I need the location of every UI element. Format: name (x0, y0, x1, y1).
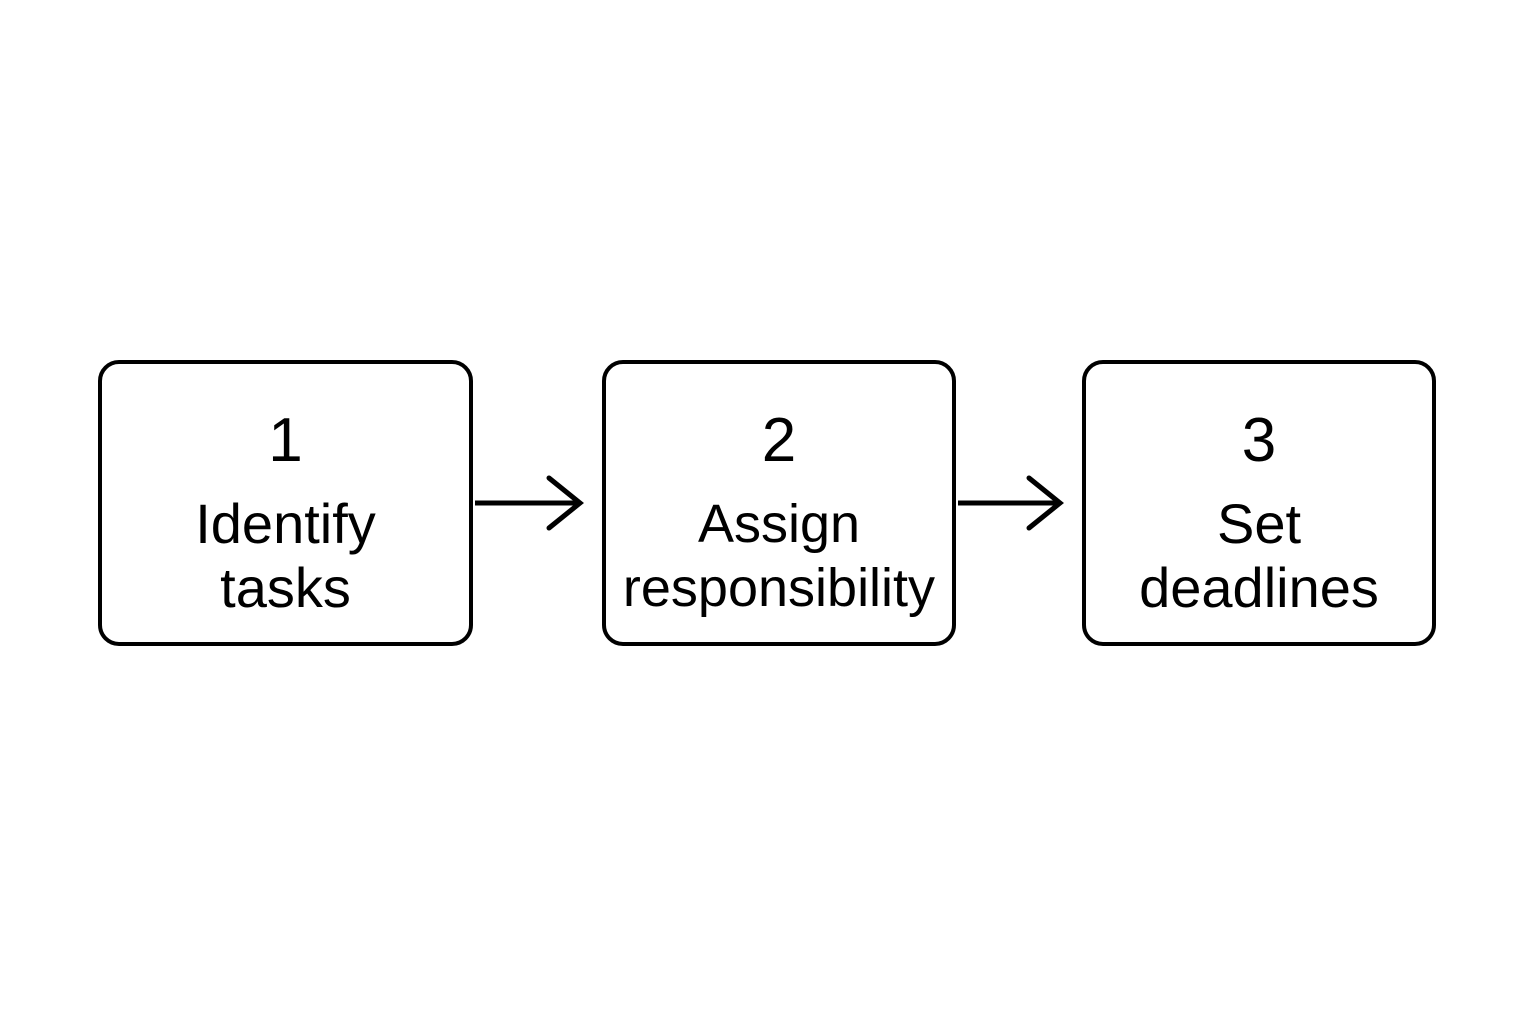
process-step-2[interactable]: 2 Assign responsibility (602, 360, 956, 646)
step-2-label-line-1: Assign (697, 494, 861, 554)
arrow-step1-to-step2-icon (473, 470, 603, 536)
step-2-label: Assign responsibility (623, 492, 935, 620)
process-flow-row: 1 Identify tasks 2 Assign responsibility… (0, 360, 1536, 646)
step-3-label-line-2: deadlines (1139, 556, 1379, 619)
arrow-step2-to-step3-icon (956, 470, 1083, 536)
process-step-3[interactable]: 3 Set deadlines (1082, 360, 1436, 646)
step-2-number: 2 (761, 406, 797, 475)
step-1-label-line-1: Identify (195, 492, 376, 555)
step-1-label: Identify tasks (195, 492, 376, 620)
step-3-label-line-1: Set (1216, 492, 1302, 555)
step-3-number: 3 (1241, 406, 1277, 475)
step-1-number: 1 (268, 406, 303, 475)
step-1-label-line-2: tasks (220, 556, 351, 619)
step-3-label: Set deadlines (1139, 492, 1379, 620)
step-2-label-line-2: responsibility (622, 558, 936, 618)
process-step-1[interactable]: 1 Identify tasks (98, 360, 473, 646)
